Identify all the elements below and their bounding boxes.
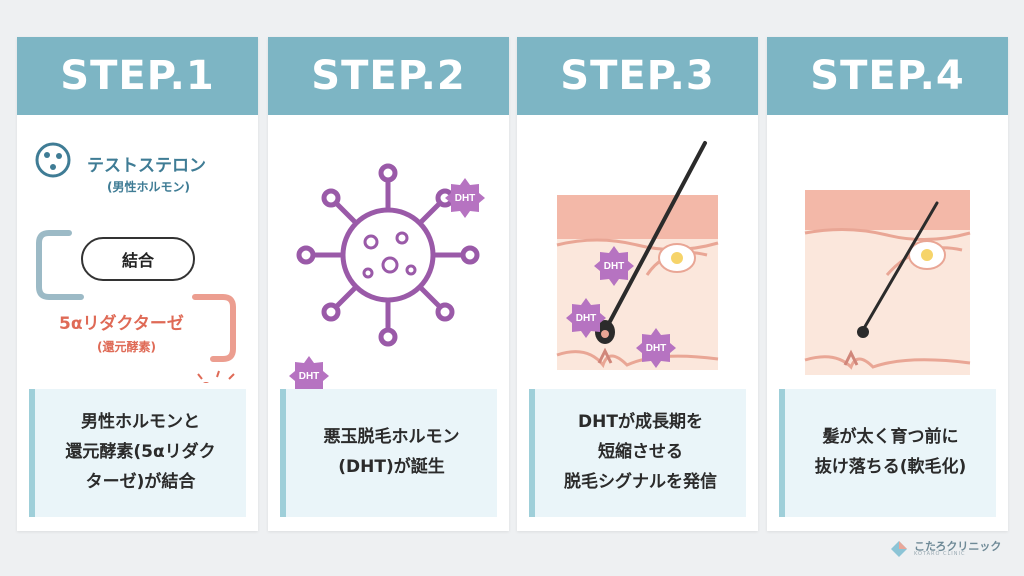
step-1-description: 男性ホルモンと 還元酵素(5αリダク ターゼ)が結合 [29,389,246,517]
testosterone-label: テストステロン [87,156,206,176]
step-1-illustration: テストステロン (男性ホルモン) 結合 5αリダクターゼ (還元酵素) [17,115,258,383]
enzyme-sub-label: (還元酵素) [97,340,156,354]
step-1-desc-line: 男性ホルモンと [81,412,200,433]
dht-molecule-icon: DHT [288,355,330,397]
step-1-connector-lines [35,142,236,383]
step-3-card: STEP.3 DHT DHT DHT DHTが成 [517,37,758,531]
step-1-title: STEP.1 [17,37,258,115]
clinic-logo: こたろクリニック KOTARO CLINIC [890,540,1001,558]
dht-molecule-icon: DHT [444,177,486,219]
step-3-desc-line: DHTが成長期を [578,412,703,433]
dht-label: DHT [575,312,597,324]
dht-label: DHT [298,370,320,382]
dht-label: DHT [603,260,625,272]
enzyme-label: 5αリダクターゼ [59,314,184,334]
step-2-desc-line: (DHT)が誕生 [338,457,445,477]
step-4-illustration [767,115,1008,383]
testosterone-sub-label: (男性ホルモン) [107,180,190,194]
clinic-logo-name: こたろクリニック [914,540,1002,553]
step-3-title: STEP.3 [517,37,758,115]
dht-molecule-icon: DHT [565,297,607,339]
step-2-card: STEP.2 DHT [268,37,509,531]
step-2-desc-line: 悪玉脱毛ホルモン [323,427,460,448]
step-2-description: 悪玉脱毛ホルモン (DHT)が誕生 [280,389,497,517]
step-3-desc-line: 短縮させる [598,442,683,463]
dht-molecule-icon: DHT [593,245,635,287]
step-2-title: STEP.2 [268,37,509,115]
step-4-description: 髪が太く育つ前に 抜け落ちる(軟毛化) [779,389,996,517]
step-4-card: STEP.4 髪が太く育つ前に 抜け落ちる(軟毛化) [767,37,1008,531]
step-3-description: DHTが成長期を 短縮させる 脱毛シグナルを発信 [529,389,746,517]
clinic-logo-sub: KOTARO CLINIC [914,551,966,557]
hair-follicle-icon [556,141,719,370]
enzyme-icon [197,370,235,383]
step-1-card: STEP.1 テストステロン (男性ホルモン) 結合 5αリダクターゼ (還元酵… [17,37,258,531]
bind-pill: 結合 [81,237,195,281]
step-3-illustration: DHT DHT DHT [517,115,758,383]
virus-icon [296,163,480,347]
dht-molecule-icon: DHT [635,327,677,369]
step-4-desc-line: 髪が太く育つ前に [822,427,959,448]
dht-label: DHT [454,192,476,204]
step-3-desc-line: 脱毛シグナルを発信 [564,471,717,492]
step-4-desc-line: 抜け落ちる(軟毛化) [814,457,967,477]
step-2-illustration: DHT DHT [268,115,509,396]
step-1-desc-line: 還元酵素(5αリダク [65,442,216,463]
dht-label: DHT [645,342,667,354]
clinic-logo-icon [891,541,907,557]
step-1-desc-line: ターゼ)が結合 [85,471,196,492]
step-4-title: STEP.4 [767,37,1008,115]
thin-hair-follicle-icon [804,190,971,375]
